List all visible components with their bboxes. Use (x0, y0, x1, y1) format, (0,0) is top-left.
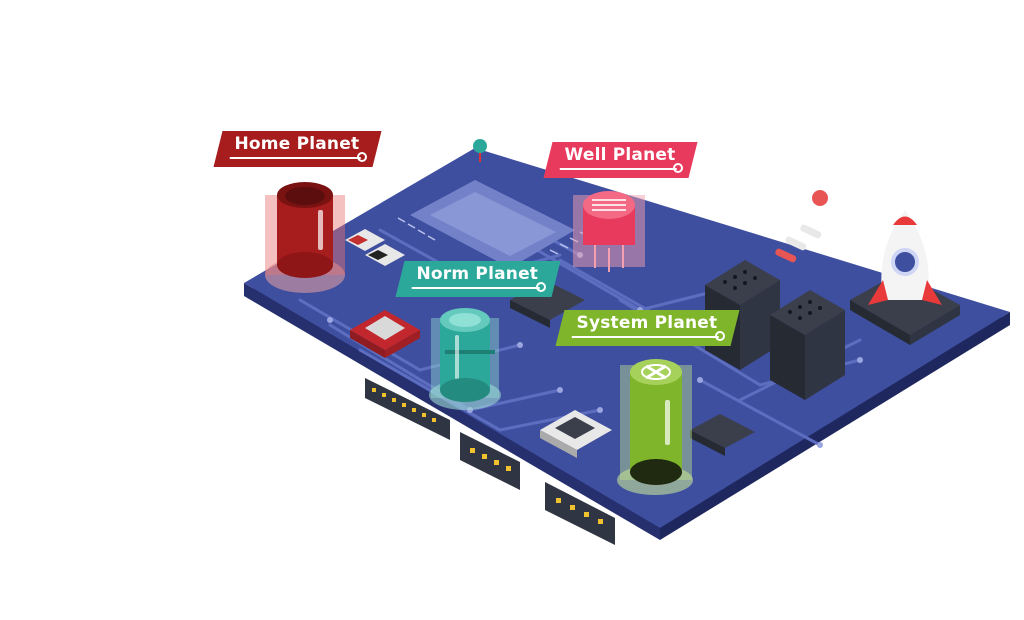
label-dot-icon (357, 152, 367, 162)
norm-planet-label[interactable]: Norm Planet (396, 261, 561, 297)
home-planet-label[interactable]: Home Planet (214, 131, 382, 167)
system-capacitor-icon (617, 359, 693, 495)
label-underline (412, 287, 540, 289)
label-dot-icon (673, 163, 683, 173)
label-underline (560, 168, 677, 170)
home-capacitor-icon (265, 182, 345, 293)
system-planet-label[interactable]: System Planet (556, 310, 740, 346)
label-dot-icon (536, 282, 546, 292)
well-capacitor-icon (573, 191, 645, 272)
norm-capacitor-icon (429, 308, 501, 410)
well-planet-label[interactable]: Well Planet (544, 142, 698, 178)
label-dot-icon (715, 331, 725, 341)
label-underline (230, 157, 361, 159)
label-underline (572, 336, 719, 338)
